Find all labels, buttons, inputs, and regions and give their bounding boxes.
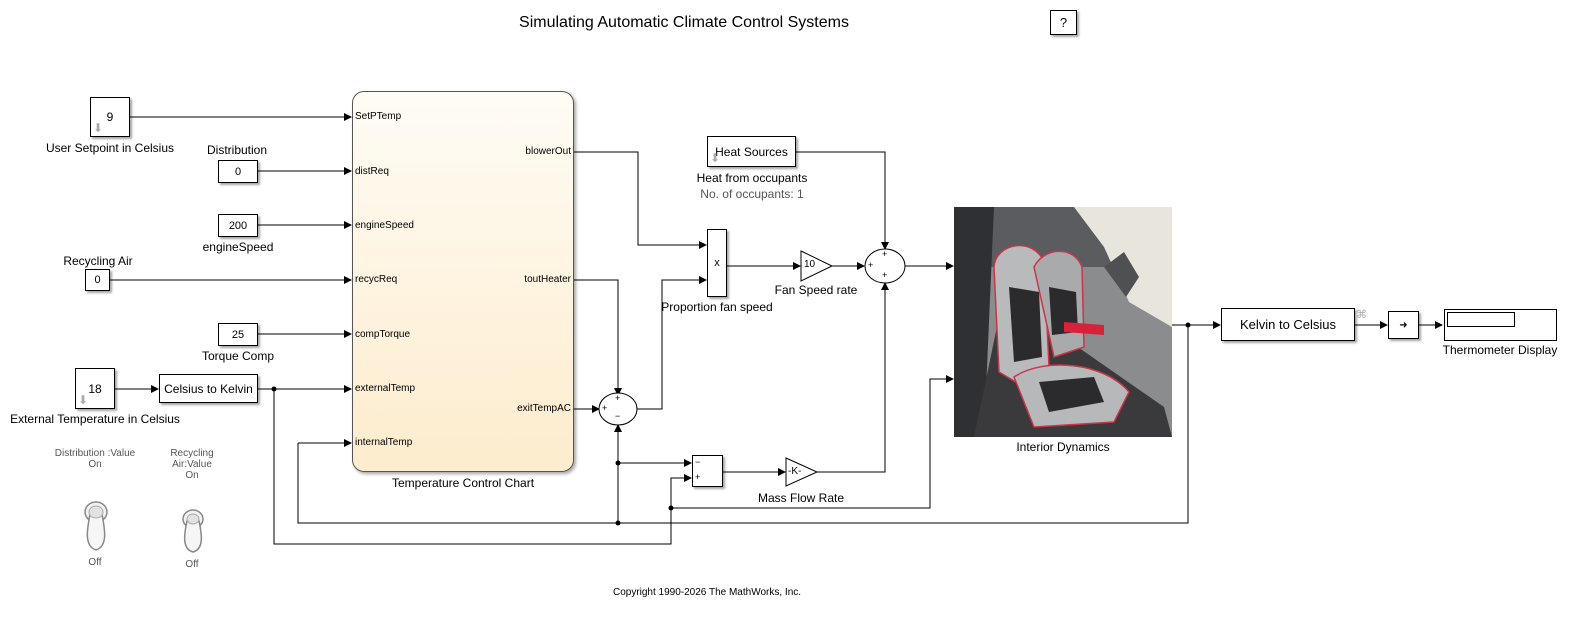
thermometer-display-block[interactable] bbox=[1444, 309, 1557, 341]
signal-monitor-icon[interactable]: ⌘ bbox=[1356, 309, 1367, 321]
setpoint-value: 9 bbox=[106, 110, 114, 124]
sum1-sign-bottom: − bbox=[615, 411, 621, 421]
help-button[interactable]: ? bbox=[1050, 10, 1077, 35]
setpoint-label: User Setpoint in Celsius bbox=[45, 141, 175, 155]
sum1-sign-top: + bbox=[615, 393, 621, 403]
sum2-sign-bottom: + bbox=[882, 270, 888, 280]
thermometer-display-field bbox=[1447, 312, 1515, 327]
port-blowerout: blowerOut bbox=[525, 146, 571, 157]
rate-transition-block[interactable]: ➜ bbox=[1388, 311, 1419, 339]
port-externaltemp: externalTemp bbox=[355, 383, 416, 394]
recycling-switch-on-label: On bbox=[185, 470, 199, 481]
external-temp-label: External Temperature in Celsius bbox=[10, 412, 180, 426]
engine-speed-label: engineSpeed bbox=[202, 240, 274, 254]
fan-speed-label: Fan Speed rate bbox=[774, 283, 858, 297]
kelvin-to-celsius-block[interactable]: Kelvin to Celsius bbox=[1221, 308, 1355, 341]
recycling-switch-caption-line1: Recycling bbox=[170, 448, 214, 459]
sub-sign-bottom: + bbox=[695, 472, 701, 482]
diagram-title: Simulating Automatic Climate Control Sys… bbox=[519, 14, 849, 31]
recycling-block[interactable]: 0 bbox=[85, 269, 110, 291]
port-toutheater: toutHeater bbox=[524, 274, 571, 285]
distribution-label: Distribution bbox=[206, 143, 268, 157]
temperature-control-chart[interactable] bbox=[352, 91, 574, 472]
distribution-switch-off-label: Off bbox=[88, 557, 102, 568]
sum2-sign-left: + bbox=[868, 260, 874, 270]
down-arrow-icon: ⬇ bbox=[78, 393, 89, 407]
distribution-block[interactable]: 0 bbox=[218, 160, 258, 183]
proportion-label: Proportion fan speed bbox=[661, 300, 773, 314]
mass-flow-label: Mass Flow Rate bbox=[757, 491, 845, 505]
heat-sources-block[interactable]: Heat Sources ⬇ bbox=[707, 136, 796, 167]
occupants-label: No. of occupants: 1 bbox=[700, 187, 804, 201]
recycling-label: Recycling Air bbox=[63, 254, 133, 268]
heat-sources-label: Heat Sources bbox=[715, 144, 788, 159]
recycling-switch-off-label: Off bbox=[185, 559, 199, 570]
interior-dynamics-label: Interior Dynamics bbox=[1016, 440, 1110, 454]
fan-gain-value[interactable]: 10 bbox=[804, 259, 816, 270]
subtract-block[interactable] bbox=[692, 455, 723, 487]
product-block[interactable]: x bbox=[707, 229, 727, 297]
torque-block[interactable]: 25 bbox=[218, 323, 258, 346]
interior-dynamics-block[interactable] bbox=[954, 207, 1172, 437]
port-distreq: distReq bbox=[355, 166, 389, 177]
recycling-switch-caption: Recycling Air:Value On bbox=[170, 448, 213, 481]
mass-gain-value[interactable]: -K- bbox=[788, 466, 802, 477]
down-arrow-icon: ⬇ bbox=[710, 151, 721, 165]
external-temp-value: 18 bbox=[88, 381, 102, 396]
copyright-footer: Copyright 1990-2026 The MathWorks, Inc. bbox=[612, 587, 802, 598]
sum2-sign-top: + bbox=[882, 249, 888, 259]
sub-sign-top: − bbox=[695, 457, 701, 467]
distribution-switch-caption-text: Distribution :Value bbox=[54, 448, 136, 459]
distribution-switch-on-label: On bbox=[88, 459, 102, 470]
port-enginespeed: engineSpeed bbox=[355, 220, 414, 231]
port-recycreq: recycReq bbox=[355, 274, 398, 285]
recycling-toggle-switch[interactable] bbox=[178, 508, 208, 556]
recycling-switch-caption-line2: Air:Value bbox=[172, 459, 212, 470]
port-exittempac: exitTempAC bbox=[517, 403, 571, 414]
port-internaltemp: internalTemp bbox=[355, 437, 413, 448]
distribution-switch-caption: Distribution :Value On bbox=[55, 448, 135, 470]
thermometer-display-label: Thermometer Display bbox=[1442, 343, 1558, 357]
arrow-right-icon: ➜ bbox=[1399, 319, 1408, 331]
down-arrow-icon: ⬇ bbox=[93, 121, 104, 135]
sum1-sign-left: + bbox=[602, 403, 608, 413]
celsius-to-kelvin-block[interactable]: Celsius to Kelvin bbox=[159, 374, 258, 403]
port-setptemp: SetPTemp bbox=[355, 111, 402, 122]
engine-speed-block[interactable]: 200 bbox=[218, 214, 258, 237]
chart-label: Temperature Control Chart bbox=[391, 476, 535, 490]
torque-label: Torque Comp bbox=[201, 349, 275, 363]
heat-from-label: Heat from occupants bbox=[696, 171, 808, 185]
external-temp-block[interactable]: 18 ⬇ bbox=[75, 368, 115, 409]
distribution-toggle-switch[interactable] bbox=[80, 500, 112, 554]
port-comptorque: compTorque bbox=[355, 329, 411, 340]
setpoint-block[interactable]: 9 ⬇ bbox=[90, 97, 130, 137]
